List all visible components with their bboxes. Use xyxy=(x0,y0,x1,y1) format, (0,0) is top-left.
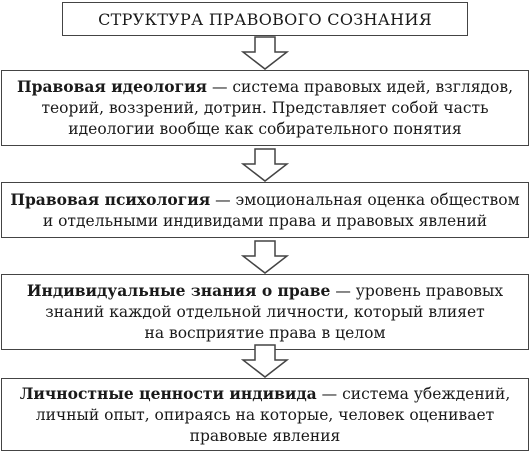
block-text-line1: эмоциональная оценка обществом xyxy=(235,190,520,209)
down-arrow-4 xyxy=(241,344,289,378)
block-text-line3: на восприятие права в целом xyxy=(144,324,386,342)
block-text-line3: идеологии вообще как собирательного поня… xyxy=(68,120,462,138)
block-term: Индивидуальные знания о праве xyxy=(26,281,331,300)
block-term: Личностные ценности индивида xyxy=(19,383,317,403)
block-dash: — xyxy=(210,190,236,209)
block-dash: — xyxy=(207,78,233,96)
block-dash: — xyxy=(330,282,356,300)
block-text-line2: личный опыт, опираясь на которые, челове… xyxy=(35,405,495,424)
block-text-line2: теорий, воззрений, дотрин. Представляет … xyxy=(41,99,489,117)
down-arrow-2 xyxy=(241,148,289,182)
down-arrow-3 xyxy=(241,240,289,274)
block-term: Правовая идеология xyxy=(16,77,208,96)
block-legal-psychology: Правовая психология — эмоциональная оцен… xyxy=(1,182,529,238)
block-text-line2: знаний каждой отдельной личности, которы… xyxy=(45,303,485,321)
block-personal-values: Личностные ценности индивида — система у… xyxy=(1,378,529,451)
block-text-line1: система правовых идей, взглядов, xyxy=(232,78,514,96)
diagram-title-box: СТРУКТУРА ПРАВОВОГО СОЗНАНИЯ xyxy=(62,2,468,36)
block-dash: — xyxy=(316,384,343,403)
block-text-line1: уровень правовых xyxy=(355,282,504,300)
block-text-line1: система убеждений, xyxy=(342,384,511,403)
block-term: Правовая психология xyxy=(10,189,211,209)
block-text-line2: и отдельными индивидами права и правовых… xyxy=(42,211,488,230)
block-text-line3: правовые явления xyxy=(189,426,341,445)
down-arrow-1 xyxy=(241,36,289,70)
diagram-title: СТРУКТУРА ПРАВОВОГО СОЗНАНИЯ xyxy=(98,9,432,29)
block-individual-knowledge: Индивидуальные знания о праве — уровень … xyxy=(1,274,529,350)
block-legal-ideology: Правовая идеология — система правовых ид… xyxy=(1,70,529,146)
